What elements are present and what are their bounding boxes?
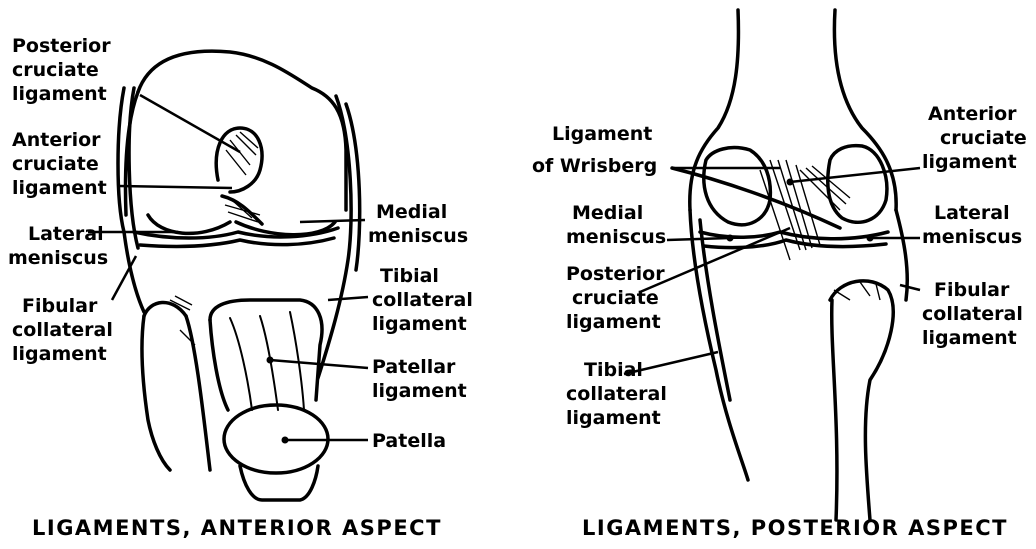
- anterior-patellar-ligament: [210, 300, 322, 400]
- anterior-caption: LIGAMENTS, ANTERIOR ASPECT: [32, 516, 442, 540]
- label-line: Tibial: [380, 265, 439, 287]
- anterior-label-anterior-cruciate: Anterior cruciate ligament: [12, 129, 107, 199]
- label-line: Posterior: [566, 263, 665, 285]
- label-line: Patella: [372, 430, 446, 452]
- label-line: meniscus: [566, 226, 666, 248]
- label-line: collateral: [12, 319, 113, 341]
- label-line: Posterior: [12, 35, 111, 57]
- label-line: ligament: [922, 327, 1017, 349]
- posterior-label-fibular-collateral: Fibular collateral ligament: [922, 279, 1029, 349]
- posterior-label-tibial-collateral: Tibial collateral ligament: [566, 359, 673, 429]
- label-line: meniscus: [922, 226, 1022, 248]
- label-line: collateral: [922, 303, 1023, 325]
- label-line: ligament: [922, 151, 1017, 173]
- posterior-label-posterior-cruciate: Posterior cruciate ligament: [566, 263, 671, 333]
- label-line: ligament: [372, 313, 467, 335]
- label-line: ligament: [12, 343, 107, 365]
- label-line: ligament: [12, 177, 107, 199]
- label-line: Patellar: [372, 356, 456, 378]
- label-line: Fibular: [22, 295, 98, 317]
- posterior-label-ligament-of-wrisberg: Ligament of Wrisberg: [532, 123, 659, 177]
- label-line: Anterior: [12, 129, 101, 151]
- posterior-label-anterior-cruciate: Anterior cruciate ligament: [922, 103, 1033, 173]
- posterior-label-medial-meniscus: Medial meniscus: [566, 202, 666, 248]
- label-line: of Wrisberg: [532, 155, 657, 177]
- label-line: ligament: [12, 83, 107, 105]
- label-line: Anterior: [928, 103, 1017, 125]
- label-line: Lateral: [934, 202, 1010, 224]
- label-line: cruciate: [12, 153, 99, 175]
- label-line: cruciate: [572, 287, 659, 309]
- label-line: meniscus: [8, 247, 108, 269]
- label-line: Medial: [572, 202, 643, 224]
- anterior-label-lateral-meniscus: Lateral meniscus: [8, 223, 110, 269]
- posterior-caption: LIGAMENTS, POSTERIOR ASPECT: [582, 516, 1008, 540]
- anterior-label-posterior-cruciate: Posterior cruciate ligament: [12, 35, 117, 105]
- label-line: ligament: [372, 380, 467, 402]
- posterior-tibia: [830, 281, 893, 520]
- label-line: collateral: [566, 383, 667, 405]
- label-line: meniscus: [368, 225, 468, 247]
- label-line: Ligament: [552, 123, 652, 145]
- label-line: Lateral: [28, 223, 104, 245]
- posterior-label-lateral-meniscus: Lateral meniscus: [922, 202, 1022, 248]
- label-line: ligament: [566, 407, 661, 429]
- anterior-aspect-illustration: [88, 51, 368, 500]
- anterior-label-fibular-collateral: Fibular collateral ligament: [12, 295, 119, 365]
- label-line: Fibular: [934, 279, 1010, 301]
- label-line: ligament: [566, 311, 661, 333]
- label-line: cruciate: [12, 59, 99, 81]
- label-line: Medial: [376, 201, 447, 223]
- anterior-label-tibial-collateral: Tibial collateral ligament: [372, 265, 479, 335]
- label-line: collateral: [372, 289, 473, 311]
- anterior-label-patella: Patella: [372, 430, 446, 452]
- anterior-label-medial-meniscus: Medial meniscus: [368, 201, 468, 247]
- anterior-fibula: [142, 316, 170, 470]
- label-line: Tibial: [584, 359, 643, 381]
- anterior-label-patellar-ligament: Patellar ligament: [372, 356, 467, 402]
- label-line: cruciate: [940, 127, 1027, 149]
